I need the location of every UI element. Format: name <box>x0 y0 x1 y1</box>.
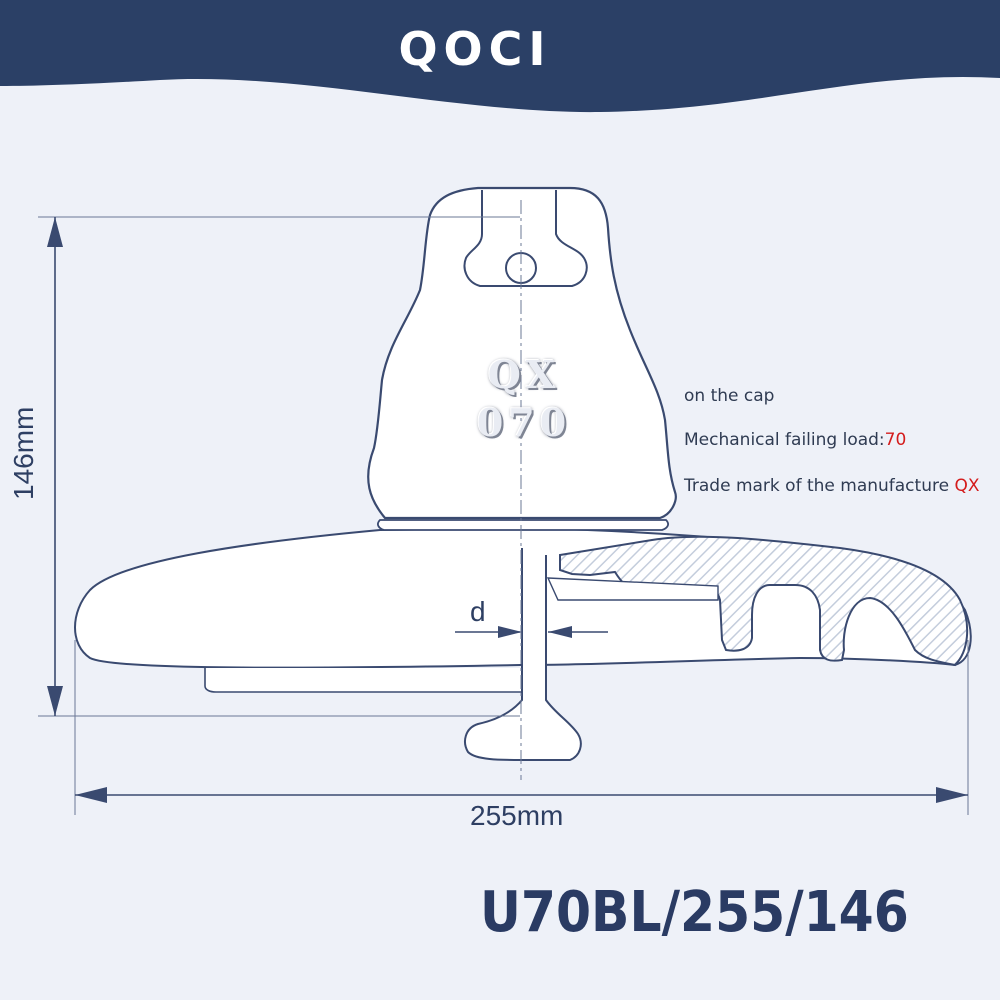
insulator-pin <box>464 548 582 761</box>
width-arrow-left <box>75 787 107 803</box>
note-trade-mark-value: QX <box>954 476 980 496</box>
note-failing-load-label: Mechanical failing load: <box>684 430 885 450</box>
porcelain-section <box>559 535 969 667</box>
porcelain-gap <box>546 577 719 601</box>
note-trade-mark-label: Trade mark of the manufacture <box>684 476 955 496</box>
note-failing-load: Mechanical failing load:70 <box>684 430 906 450</box>
cap-marking-line2: 070 <box>476 400 572 445</box>
pin-arrow-left <box>498 626 522 638</box>
pin-diameter-label: d <box>470 596 486 627</box>
height-arrow-bottom <box>47 686 63 716</box>
cap-marking-line1: QX <box>487 352 561 397</box>
insulator-base-plate <box>204 668 523 693</box>
width-dimension-label: 255mm <box>470 800 564 831</box>
note-trade-mark: Trade mark of the manufacture QX <box>684 476 979 496</box>
cap-rim <box>377 519 669 531</box>
header-banner <box>0 0 1000 113</box>
height-arrow-top <box>47 217 63 247</box>
insulator-cap <box>367 186 677 520</box>
cap-socket-slot <box>463 190 588 287</box>
note-failing-load-value: 70 <box>884 430 907 450</box>
height-dimension-label: 146mm <box>8 406 39 500</box>
brand-logo: QOCI <box>398 22 552 76</box>
width-arrow-right <box>936 787 968 803</box>
pin-arrow-right <box>548 626 572 638</box>
model-code: U70BL/255/146 <box>480 880 909 945</box>
note-on-cap: on the cap <box>684 386 775 406</box>
